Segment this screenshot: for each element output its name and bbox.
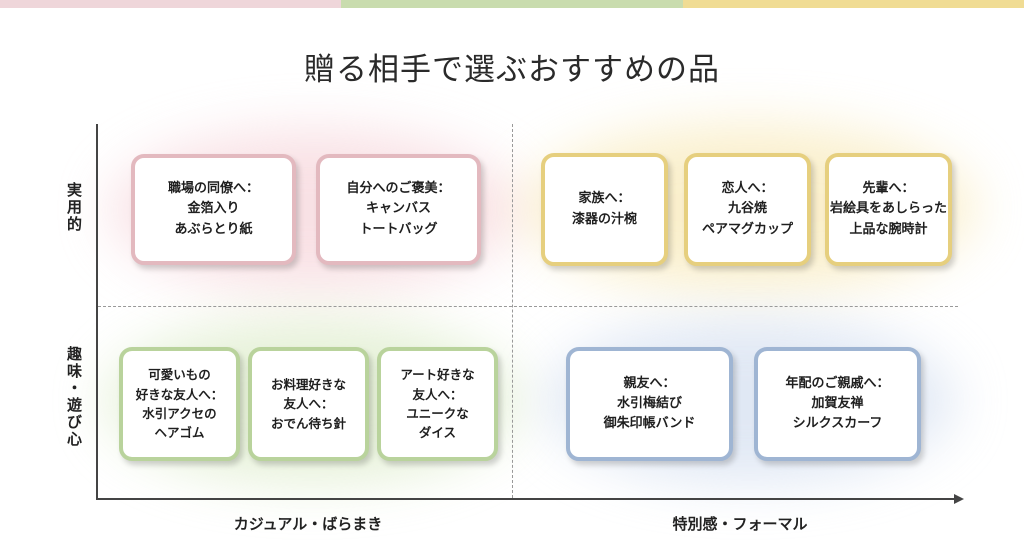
card-line: 家族へ： (578, 191, 631, 207)
card-line: 親友へ： (623, 375, 676, 391)
gift-card-self-reward: 自分へのご褒美： キャンバス トートバッグ (316, 154, 481, 265)
card-line: あぶらとり紙 (174, 221, 253, 237)
card-line: シルクスカーフ (792, 416, 883, 432)
gift-card-senior: 先輩へ： 岩絵具をあしらった 上品な腕時計 (825, 153, 952, 266)
card-line: 岩絵具をあしらった (829, 201, 947, 217)
x-axis-right-label: 特別感・フォーマル (672, 515, 808, 533)
card-line: ユニークな (406, 406, 469, 421)
gift-card-partner: 恋人へ： 九谷焼 ペアマグカップ (684, 153, 811, 266)
card-line: 上品な腕時計 (849, 221, 928, 237)
gift-card-coworker: 職場の同僚へ： 金箔入り あぶらとり紙 (131, 154, 296, 265)
card-line: 金箔入り (187, 201, 240, 217)
card-line: 自分へのご褒美： (346, 181, 451, 197)
y-axis (96, 124, 98, 500)
card-line: 可愛いもの (148, 367, 211, 383)
page-title: 贈る相手で選ぶおすすめの品 (304, 52, 720, 88)
card-line: 職場の同僚へ： (167, 181, 259, 197)
card-line: 恋人へ： (721, 181, 774, 197)
gift-card-family: 家族へ： 漆器の汁椀 (541, 153, 668, 266)
vertical-divider (512, 124, 513, 498)
card-line: 先輩へ： (862, 181, 915, 197)
gift-card-cute-friend: 可愛いもの 好きな友人へ： 水引アクセの ヘアゴム (119, 347, 240, 461)
y-axis-bottom-label: 趣味・遊び心 (65, 346, 83, 448)
top-bar-green (341, 0, 683, 8)
card-line: 友人へ： (412, 386, 463, 402)
card-line: 好きな友人へ： (135, 386, 224, 402)
card-line: 漆器の汁椀 (571, 211, 637, 227)
gift-card-art-friend: アート好きな 友人へ： ユニークな ダイス (377, 347, 498, 461)
top-color-bar (0, 0, 1024, 8)
card-line: キャンバス (365, 201, 431, 217)
card-line: ペアマグカップ (701, 221, 793, 237)
card-line: 年配のご親戚へ： (785, 375, 890, 391)
card-line: 水引アクセの (142, 406, 217, 421)
top-bar-yellow (682, 0, 1024, 8)
x-axis (96, 498, 956, 500)
x-axis-arrow (954, 494, 964, 504)
x-axis-left-label: カジュアル・ばらまき (233, 515, 383, 533)
card-line: トートバッグ (359, 221, 438, 237)
gift-card-best-friend: 親友へ： 水引梅結び 御朱印帳バンド (566, 347, 733, 461)
card-line: ダイス (418, 425, 457, 441)
card-line: アート好きな (400, 367, 475, 383)
top-bar-pink (0, 0, 342, 8)
card-line: お料理好きな (270, 376, 346, 392)
gift-card-cooking-friend: お料理好きな 友人へ： おでん待ち針 (248, 347, 369, 461)
card-line: おでん待ち針 (270, 415, 346, 431)
card-line: ヘアゴム (154, 425, 205, 441)
card-line: 友人へ： (283, 396, 334, 412)
card-line: 九谷焼 (727, 201, 767, 217)
y-axis-top-label: 実用的 (65, 182, 83, 233)
card-line: 御朱印帳バンド (603, 416, 696, 432)
card-line: 水引梅結び (616, 395, 682, 411)
horizontal-divider (98, 306, 958, 307)
gift-card-elder-relative: 年配のご親戚へ： 加賀友禅 シルクスカーフ (754, 347, 921, 461)
card-line: 加賀友禅 (811, 395, 864, 411)
